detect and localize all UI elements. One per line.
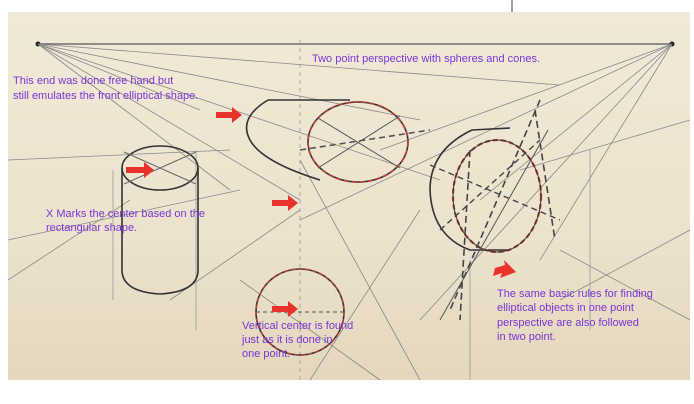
vertical-cylinder — [121, 145, 199, 295]
vertical-center-note-line-3: one point. — [242, 348, 291, 360]
x-marks-note-line-1: X Marks the center based on the — [46, 208, 205, 220]
same-rules-note-line-2: elliptical objects in one point — [497, 302, 634, 314]
arrow-free-hand — [216, 107, 242, 123]
same-rules-note-line-3: perspective are also followed — [497, 317, 639, 329]
vertical-center-note-line-1: Vertical center is found — [242, 320, 354, 332]
same-rules-note-line-4: in two point. — [497, 331, 556, 343]
sphere — [255, 268, 345, 356]
free-hand-note-line-1: This end was done free hand but — [13, 75, 174, 87]
free-hand-note-line-2: still emulates the front elliptical shap… — [13, 90, 199, 102]
red-arrows — [126, 107, 516, 317]
title-note: Two point perspective with spheres and c… — [312, 53, 541, 65]
arrow-same-rules — [493, 260, 516, 278]
arrow-x-marks — [126, 162, 154, 178]
same-rules-note-line-1: The same basic rules for finding — [497, 288, 653, 300]
horizontal-cylinder — [245, 99, 431, 183]
x-marks-note-line-2: rectangular shape. — [46, 222, 138, 234]
paper-bottom-shadow — [8, 380, 690, 404]
construction-lines-left — [7, 43, 561, 281]
vertical-center-note-line-2: just as it is done in — [242, 334, 333, 346]
arrow-mid — [272, 195, 298, 211]
vertical-guides — [112, 40, 591, 380]
arrow-sphere — [272, 301, 298, 317]
angled-cylinder — [429, 99, 561, 321]
